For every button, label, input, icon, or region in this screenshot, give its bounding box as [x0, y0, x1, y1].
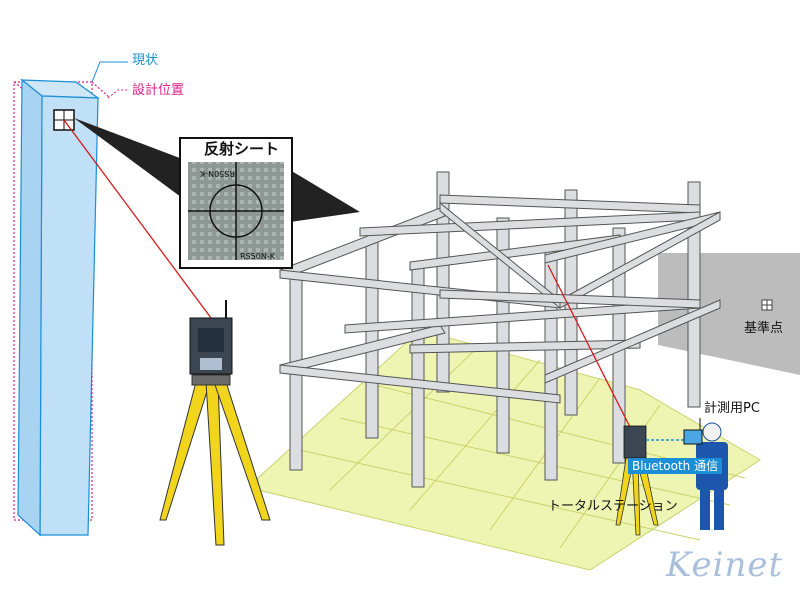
callout-wedge-right — [290, 170, 360, 222]
reference-point-label: 基準点 — [744, 321, 784, 336]
current-state-label: 現状 — [132, 53, 159, 68]
reference-wall — [658, 253, 800, 375]
keinet-logo: Keinet — [666, 545, 784, 585]
total-station-icon — [189, 300, 233, 375]
right-tripod-icon — [615, 425, 659, 536]
design-leader — [107, 89, 128, 99]
column-current-state — [17, 78, 100, 537]
laptop-icon — [683, 429, 703, 445]
laser-line-right — [547, 264, 635, 436]
sheet-code-bottom: RS50N-K — [240, 252, 275, 261]
sheet-code-top: RS50N-K — [200, 169, 235, 178]
reflective-sheet-title: 反射シート — [204, 140, 280, 158]
laser-line-left — [63, 119, 215, 323]
design-position-label: 設計位置 — [132, 83, 185, 98]
steel-frame — [279, 171, 721, 488]
callout-wedge — [74, 118, 185, 200]
total-station-label: トータルステーション — [548, 499, 678, 514]
tripod-icon — [159, 374, 271, 546]
bluetooth-label: Bluetooth 通信 — [628, 458, 723, 474]
current-leader — [91, 61, 128, 83]
reflective-sheet-inset — [179, 137, 293, 269]
measurement-pc-label: 計測用PC — [704, 401, 760, 416]
